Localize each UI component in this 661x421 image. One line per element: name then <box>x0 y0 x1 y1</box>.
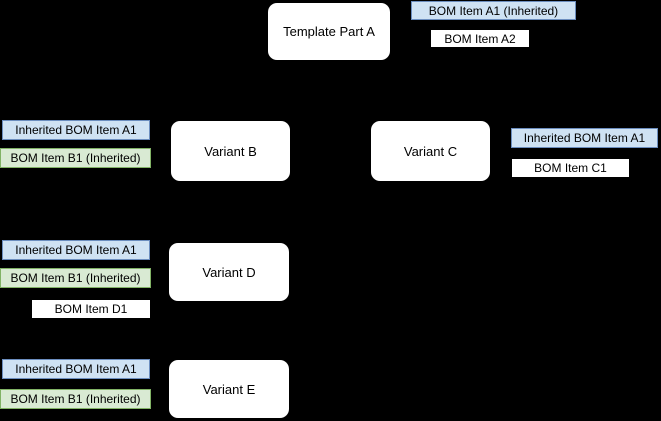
node-variant-d: Variant D <box>169 243 289 301</box>
node-variant-c: Variant C <box>371 121 490 181</box>
node-variant-b-label: Variant B <box>204 143 257 159</box>
variant-c-bom-item-c1-tag: BOM Item C1 <box>511 158 630 178</box>
variant-e-bom-item-b1-inherited-tag: BOM Item B1 (Inherited) <box>0 389 151 409</box>
node-variant-e: Variant E <box>169 360 289 418</box>
variant-b-bom-item-b1-inherited-tag: BOM Item B1 (Inherited) <box>0 148 151 168</box>
variant-c-inherited-bom-item-a1-tag: Inherited BOM Item A1 <box>511 128 658 148</box>
node-template-part-a-label: Template Part A <box>283 24 375 39</box>
variant-d-inherited-bom-item-a1-tag: Inherited BOM Item A1 <box>2 240 150 260</box>
variant-d-bom-item-d1-tag: BOM Item D1 <box>31 299 151 319</box>
node-variant-d-label: Variant D <box>202 264 256 280</box>
variant-e-inherited-bom-item-a1-tag: Inherited BOM Item A1 <box>2 359 150 379</box>
variant-d-bom-item-b1-inherited-tag: BOM Item B1 (Inherited) <box>0 268 151 288</box>
bom-item-a1-inherited-tag: BOM Item A1 (Inherited) <box>411 1 576 20</box>
bom-item-a2-tag: BOM Item A2 <box>430 29 530 48</box>
node-variant-e-label: Variant E <box>202 381 256 397</box>
node-variant-b: Variant B <box>171 121 290 181</box>
node-template-part-a: Template Part A <box>268 3 390 60</box>
node-variant-c-label: Variant C <box>403 143 458 159</box>
variant-b-inherited-bom-item-a1-tag: Inherited BOM Item A1 <box>2 120 150 140</box>
